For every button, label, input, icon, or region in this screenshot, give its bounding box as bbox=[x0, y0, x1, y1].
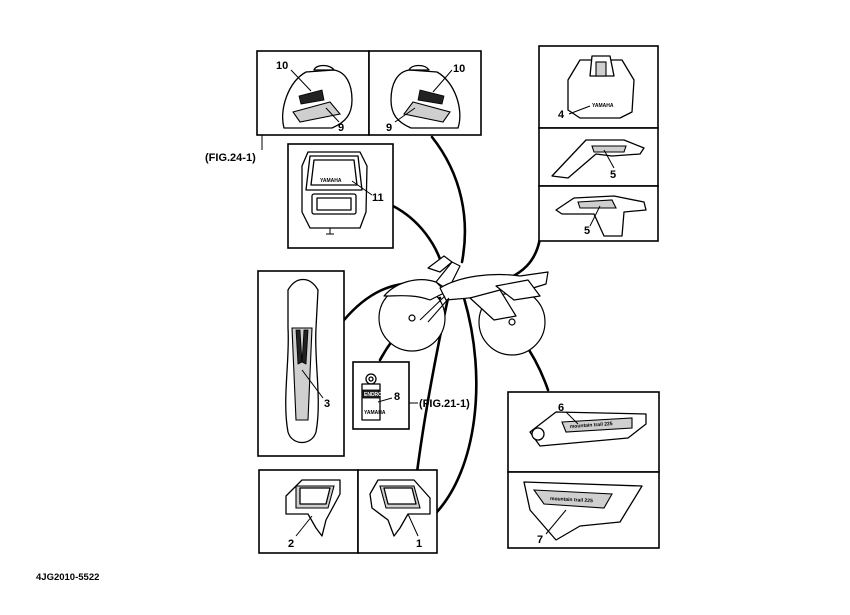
connector-headlight bbox=[391, 204, 444, 267]
label-4: 4 bbox=[558, 109, 565, 121]
label-9-right: 9 bbox=[386, 122, 392, 134]
label-3: 3 bbox=[324, 398, 330, 410]
side-cover-bottom-part bbox=[555, 195, 647, 237]
ref-fig-24-1: (FIG.24-1) bbox=[205, 152, 256, 164]
cowl-yamaha-text: YAMAHA bbox=[320, 178, 342, 184]
shock-tag-text: ENDRO bbox=[364, 392, 382, 398]
shock-yamaha-text: YAMAHA bbox=[364, 410, 386, 416]
diagram-code: 4JG2010-5522 bbox=[36, 572, 99, 583]
right-decals-stack: YAMAHA 4 5 5 bbox=[538, 45, 659, 242]
label-1: 1 bbox=[416, 538, 422, 550]
tank-decals-box: 10 9 10 9 (FIG.24-1) bbox=[205, 50, 482, 164]
label-2: 2 bbox=[288, 538, 294, 550]
shock-box: ENDRO YAMAHA 8 (FIG.21-1) bbox=[352, 361, 470, 430]
ref-fig-21-1: (FIG.21-1) bbox=[419, 398, 470, 410]
tank-decal-left bbox=[292, 101, 342, 123]
front-fender-part bbox=[567, 59, 635, 119]
label-6: 6 bbox=[558, 402, 564, 414]
fender-yamaha-text: YAMAHA bbox=[592, 103, 614, 109]
connector-fender-1 bbox=[434, 296, 478, 515]
label-10-left: 10 bbox=[276, 60, 288, 72]
headlight-cowl-box: YAMAHA 11 bbox=[287, 143, 394, 249]
seat-box: 3 bbox=[257, 270, 345, 457]
label-11: 11 bbox=[372, 192, 384, 204]
label-7: 7 bbox=[537, 534, 543, 546]
side-text-lower: mountain trail 225 bbox=[550, 496, 593, 504]
label-5-top: 5 bbox=[610, 169, 616, 181]
connector-tank-right bbox=[430, 135, 467, 264]
side-panel-box: mountain trail 225 6 mountain trail 225 … bbox=[507, 391, 660, 549]
label-5-bottom: 5 bbox=[584, 225, 590, 237]
tank-emblem-right bbox=[417, 89, 445, 105]
label-10-right: 10 bbox=[453, 63, 465, 75]
label-8: 8 bbox=[394, 391, 400, 403]
shroud-box: 2 1 bbox=[258, 469, 438, 554]
label-9-left: 9 bbox=[338, 122, 344, 134]
tank-emblem-left bbox=[298, 89, 325, 105]
tank-decal-right bbox=[403, 101, 451, 123]
side-text-upper: mountain trail 225 bbox=[570, 421, 613, 430]
motorcycle-silhouette bbox=[378, 255, 549, 356]
